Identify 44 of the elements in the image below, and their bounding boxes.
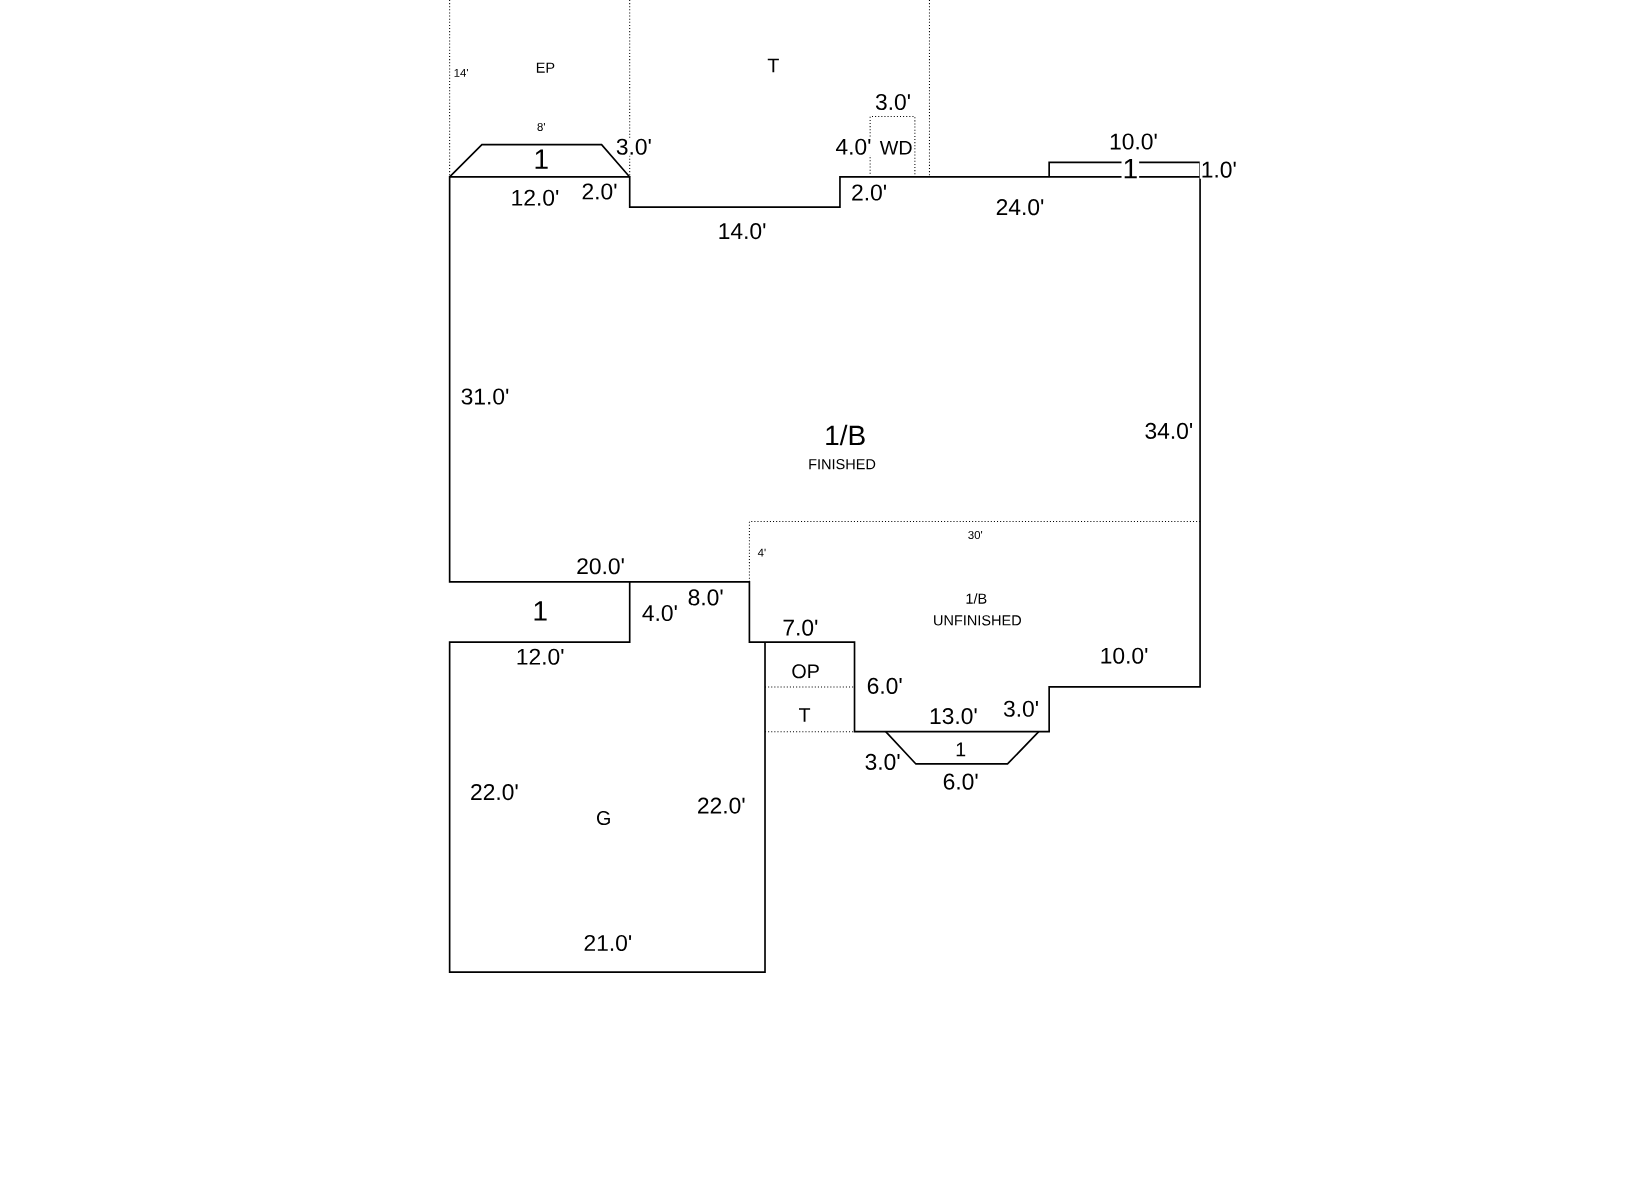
dimension-label: 22.0' <box>469 783 520 802</box>
dimension-label: 8.0' <box>686 588 725 607</box>
dimension-label: 31.0' <box>459 387 511 406</box>
dimension-label: 34.0' <box>1143 421 1195 441</box>
room-label: G <box>595 810 613 827</box>
dimension-label: 12.0' <box>514 647 566 666</box>
dimension-label: 8' <box>535 121 547 133</box>
dimension-label: 4.0' <box>640 603 679 623</box>
room-label: OP <box>790 663 821 680</box>
dimension-label: 2.0' <box>850 183 889 202</box>
room-label: T <box>766 57 781 74</box>
dimension-label: 10.0' <box>1098 646 1150 665</box>
room-label: FINISHED <box>807 458 877 471</box>
room-label: WD <box>878 140 914 156</box>
dimension-label: 12.0' <box>509 188 561 207</box>
room-label: 1/B <box>823 423 868 447</box>
room-label: 1 <box>1121 157 1140 180</box>
dimension-label: 2.0' <box>580 182 619 201</box>
room-label: 1/B <box>964 592 989 605</box>
dimension-label: 14.0' <box>716 221 768 241</box>
dimension-label: 6.0' <box>865 676 904 696</box>
dimension-label: 24.0' <box>994 198 1046 217</box>
dimension-label: 6.0' <box>941 772 980 791</box>
dimension-label: 14' <box>452 67 470 78</box>
dimension-label: 4.0' <box>834 137 873 156</box>
dimension-label: 13.0' <box>928 707 979 726</box>
room-label: 1 <box>531 600 549 622</box>
room-label: T <box>797 707 812 723</box>
dimension-label: 3.0' <box>863 752 902 771</box>
dimension-label: 22.0' <box>695 796 747 815</box>
dimension-label: 21.0' <box>582 933 634 953</box>
dimension-label: 3.0' <box>873 92 913 112</box>
dimension-label: 7.0' <box>781 618 820 637</box>
dimension-label: 1.0' <box>1199 160 1238 179</box>
room-label: 1 <box>954 741 968 758</box>
room-label: EP <box>534 61 557 74</box>
room-label: 1 <box>532 148 551 170</box>
room-label: UNFINISHED <box>931 614 1023 627</box>
dimension-label: 20.0' <box>575 557 626 576</box>
dimension-label: 3.0' <box>1002 699 1041 718</box>
dimension-label: 3.0' <box>614 137 653 156</box>
dimension-label: 30' <box>966 529 984 541</box>
dimension-label: 4' <box>756 547 768 558</box>
dimension-label: 10.0' <box>1108 132 1159 151</box>
